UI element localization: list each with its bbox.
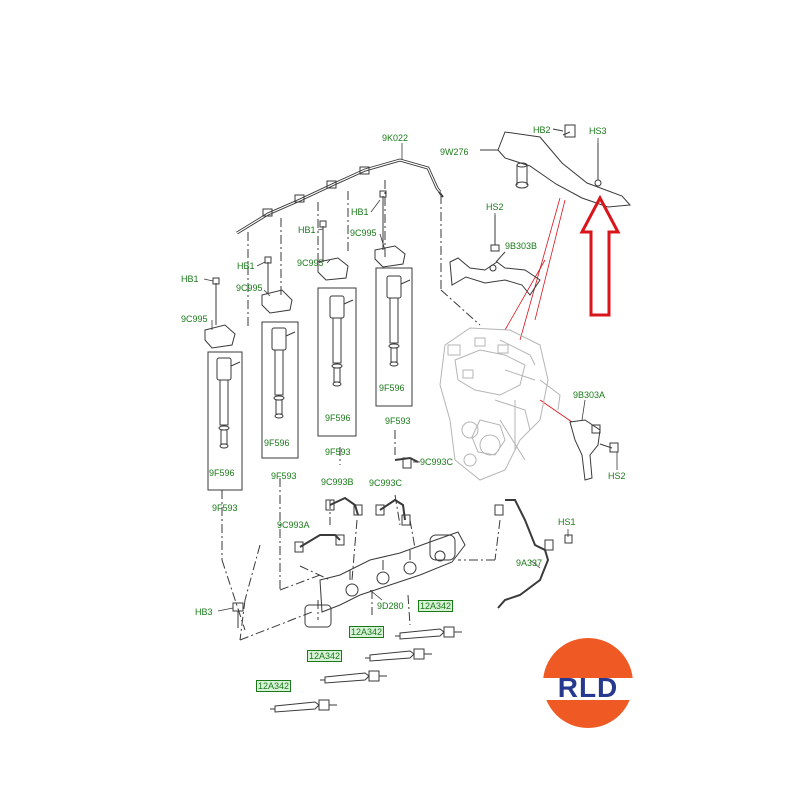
red-arrow (579, 194, 621, 317)
label-hb1-3: HB1 (298, 225, 316, 235)
label-12a342-4: 12A342 (256, 680, 292, 692)
label-hb3: HB3 (195, 607, 213, 617)
label-12a342-2: 12A342 (349, 626, 385, 638)
bracket-9b303a (569, 419, 619, 481)
label-hs3: HS3 (589, 126, 607, 136)
injectors (216, 275, 411, 449)
label-9c993b: 9C993B (321, 477, 354, 487)
label-9f596-3: 9F596 (325, 413, 351, 423)
injector-boxes (207, 267, 413, 491)
return-pipe (236, 158, 444, 235)
label-9f593-3: 9F593 (325, 447, 351, 457)
label-9b303b: 9B303B (505, 241, 538, 251)
label-hb1-2: HB1 (237, 261, 255, 271)
label-9c993c-2: 9C993C (369, 478, 403, 488)
logo-orange-top (543, 638, 633, 678)
label-9f593-1: 9F593 (212, 503, 238, 513)
label-9w276: 9W276 (440, 147, 469, 157)
assembly-lines (221, 180, 501, 641)
label-9c993a: 9C993A (277, 520, 310, 530)
label-9a337: 9A337 (516, 558, 543, 568)
label-9b303a: 9B303A (573, 390, 606, 400)
logo-text: RLD (557, 672, 619, 703)
bolts-hb1 (212, 190, 387, 325)
label-9c995-4: 9C995 (350, 228, 377, 238)
fuel-rail (304, 531, 466, 628)
label-12a342-1: 12A342 (418, 600, 454, 612)
label-9c995-1: 9C995 (181, 314, 208, 324)
bracket-9b303b (449, 215, 541, 296)
fuel-line-fittings (294, 457, 573, 553)
rld-logo: RLD (543, 638, 633, 728)
label-hs1: HS1 (558, 517, 576, 527)
label-9c995-2: 9C995 (236, 283, 263, 293)
label-leaders (203, 138, 618, 612)
label-9d280: 9D280 (377, 601, 404, 611)
label-9f596-2: 9F596 (264, 438, 290, 448)
bracket-9w276 (480, 124, 632, 208)
label-9c993c-1: 9C993C (420, 457, 454, 467)
bolt-hb3 (232, 602, 244, 628)
label-9c995-3: 9C995 (297, 258, 324, 268)
engine-block (439, 327, 561, 481)
logo-orange-bottom (543, 700, 633, 728)
label-hb1-4: HB1 (351, 207, 369, 217)
glow-plugs (270, 626, 462, 713)
label-hs2-top: HS2 (486, 202, 504, 212)
label-9f593-2: 9F593 (271, 471, 297, 481)
label-hb2: HB2 (533, 125, 551, 135)
label-9f593-4: 9F593 (385, 416, 411, 426)
clamps-9c995 (204, 245, 406, 349)
label-9f596-4: 9F596 (379, 383, 405, 393)
logo-white-band (543, 678, 633, 700)
engine-leader-lines (504, 197, 573, 423)
label-hb1-1: HB1 (181, 274, 199, 284)
label-9k022: 9K022 (382, 133, 409, 143)
label-12a342-3: 12A342 (307, 650, 343, 662)
label-hs2-right: HS2 (608, 471, 626, 481)
label-9f596-1: 9F596 (209, 468, 235, 478)
